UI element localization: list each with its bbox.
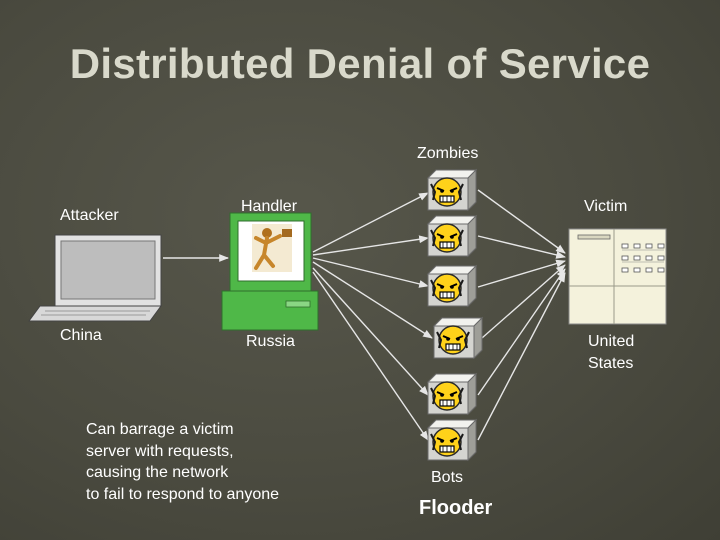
united-states-label-line1: United <box>588 333 635 350</box>
zombies-label: Zombies <box>417 145 479 162</box>
russia-label: Russia <box>246 333 295 350</box>
zombie-cube-icon <box>427 419 477 461</box>
connection-arrows <box>163 189 566 441</box>
united-states-label-line2: States <box>588 355 634 372</box>
description-line: to fail to respond to anyone <box>86 485 280 503</box>
description-line: causing the network <box>86 464 229 481</box>
flooder-label: Flooder <box>419 497 493 519</box>
description-line: server with requests, <box>86 442 234 460</box>
description-text: Can barrage a victim server with request… <box>86 419 316 505</box>
bots-label: Bots <box>431 469 464 486</box>
zombie-cube-icon <box>433 317 483 359</box>
china-label: China <box>60 327 102 344</box>
zombie-cube-icon <box>427 373 477 415</box>
desktop-computer-icon <box>221 212 319 331</box>
laptop-icon <box>28 234 162 322</box>
slide-title: Distributed Denial of Service <box>69 40 651 87</box>
zombie-cube-icon <box>427 265 477 307</box>
server-icon <box>568 228 667 325</box>
zombie-cube-icon <box>427 215 477 257</box>
description-line: Can barrage a victim <box>86 421 234 438</box>
attacker-label: Attacker <box>60 207 119 224</box>
zombie-cube-icon <box>427 169 477 211</box>
handler-label: Handler <box>241 198 298 215</box>
victim-label: Victim <box>584 198 628 215</box>
